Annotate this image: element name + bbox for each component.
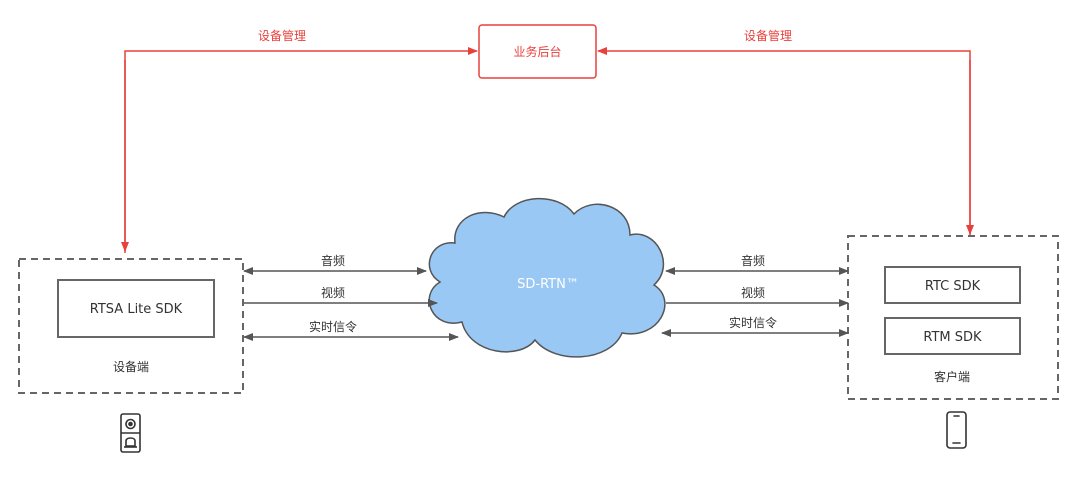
rtsa-sdk-box: [57, 279, 215, 338]
device-caption: 设备端: [113, 360, 149, 374]
flow-right-signal: 实时信令: [661, 315, 849, 337]
flow-left-video: 视频: [244, 285, 438, 307]
flow-left-video-label: 视频: [321, 285, 345, 300]
flow-right-video: 视频: [666, 285, 849, 307]
management-link-right: 设备管理: [597, 28, 974, 236]
rtm-sdk-box: [884, 317, 1021, 355]
device-container: RTSA Lite SDK 设备端: [18, 258, 244, 394]
rtm-sdk-label: RTM SDK: [923, 330, 982, 345]
management-link-left: 设备管理: [121, 28, 478, 253]
flow-right-video-label: 视频: [741, 285, 765, 300]
management-label-left: 设备管理: [258, 28, 306, 43]
smartphone-icon: [946, 411, 967, 449]
sd-rtn-cloud: SD-RTN™: [428, 197, 666, 358]
management-label-right: 设备管理: [744, 28, 792, 43]
flow-right-audio-label: 音频: [741, 253, 765, 268]
flow-right-signal-label: 实时信令: [729, 315, 777, 330]
flow-left-signal-label: 实时信令: [309, 319, 357, 334]
flow-right-audio: 音频: [665, 253, 849, 275]
client-caption: 客户端: [934, 369, 970, 384]
backend-label: 业务后台: [513, 44, 561, 59]
rtc-sdk-label: RTC SDK: [925, 279, 981, 294]
backend-node: 业务后台: [478, 24, 597, 79]
rtc-sdk-box: [884, 266, 1021, 304]
client-container: RTC SDK RTM SDK 客户端: [847, 235, 1059, 400]
flow-left-audio-label: 音频: [321, 253, 345, 268]
rtsa-sdk-label: RTSA Lite SDK: [90, 302, 183, 317]
flow-left-audio: 音频: [243, 253, 427, 275]
flow-left-signal: 实时信令: [243, 319, 459, 341]
cloud-label: SD-RTN™: [517, 277, 579, 292]
doorbell-camera-icon: [120, 413, 141, 453]
